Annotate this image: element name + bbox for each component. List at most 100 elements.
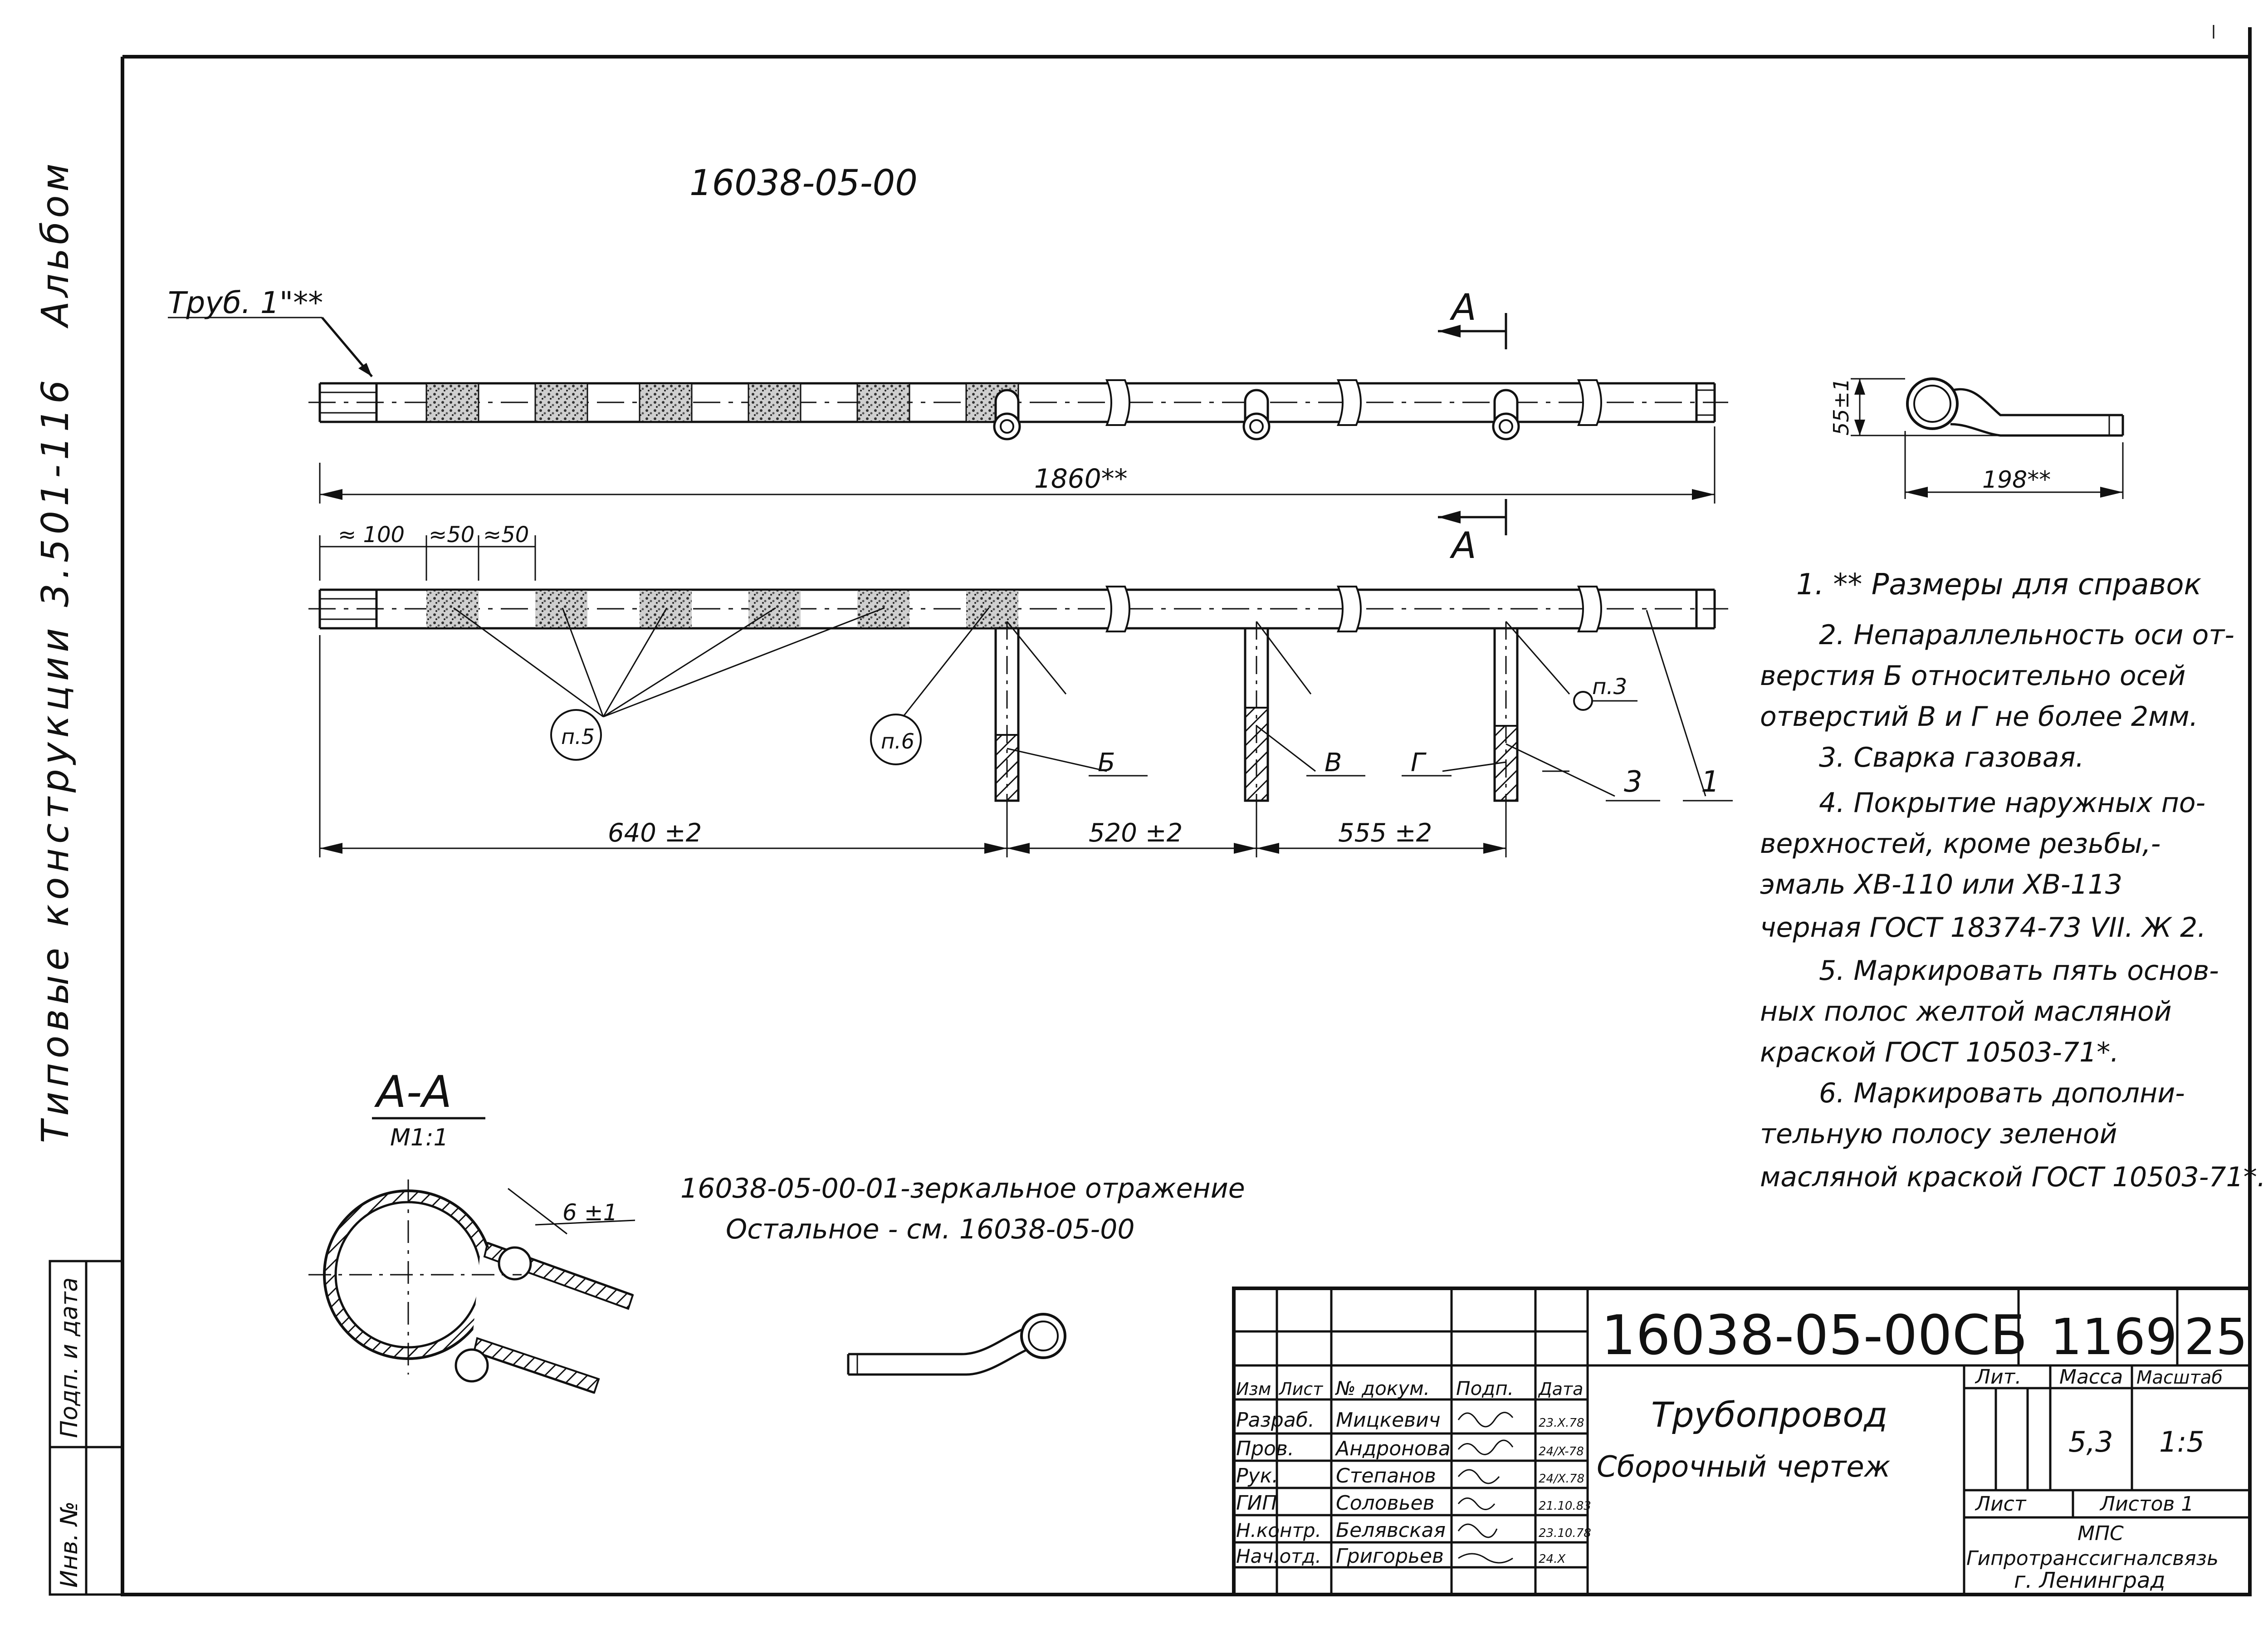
tb-org-3: г. Ленинград [2014,1568,2165,1593]
svg-text:Андронова: Андронова [1334,1437,1451,1460]
tb-name-2: Сборочный чертеж [1597,1450,1891,1484]
section-scale: М1:1 [390,1124,449,1151]
technical-notes: 1. ** Размеры для справок 2. Непараллель… [1760,568,2266,1193]
tb-number-2: 25 [2184,1308,2248,1366]
dim-stripe-1: ≈50 [429,522,474,548]
tb-lit: Лит. [1975,1365,2021,1389]
tb-masshtab: Масштаб [2136,1367,2223,1388]
sheet-frame [121,27,2252,1596]
note-line: эмаль ХВ-110 или ХВ-113 [1760,869,2122,900]
mirror-part-sketch [847,1313,1066,1376]
svg-text:п.5: п.5 [561,724,595,749]
svg-text:Мицкевич: Мицкевич [1336,1409,1441,1432]
tb-col-podp: Подп. [1456,1377,1514,1399]
svg-text:А: А [1449,524,1476,567]
tb-scale-value: 1:5 [2159,1425,2204,1458]
callout-p5: п.5 [550,709,602,761]
tb-col-data: Дата [1538,1379,1583,1399]
svg-text:Степанов: Степанов [1336,1464,1436,1487]
svg-text:Н.контр.: Н.контр. [1236,1519,1321,1541]
label-pos-1: 1 [1701,765,1720,799]
hole-3 [1492,389,1520,440]
dim-total-length: 1860** [1034,463,1128,494]
hole-2 [1242,389,1271,440]
tb-signature-rows: Разраб. Мицкевич 23.X.78 Пров. Андронова… [1236,1409,1591,1568]
dim-width-198: 198** [1982,466,2051,494]
callout-leaders [453,607,1706,797]
side-margin: Типовые конструкции 3.501-116 Альбом Инв… [34,160,124,1596]
svg-text:23.10.78: 23.10.78 [1539,1526,1591,1540]
svg-text:Пров.: Пров. [1236,1437,1294,1460]
svg-text:Соловьев: Соловьев [1336,1492,1435,1515]
svg-text:24/X.78: 24/X.78 [1539,1472,1584,1486]
note-line: 4. Покрытие наружных по- [1819,787,2205,819]
note-line: 1. ** Размеры для справок [1796,568,2202,602]
tb-massa-value: 5,3 [2068,1425,2113,1458]
svg-text:Разраб.: Разраб. [1236,1409,1315,1432]
note-line: 5. Маркировать пять основ- [1819,955,2219,987]
nipple-b [994,621,1020,812]
svg-text:п.3: п.3 [1592,674,1627,700]
svg-text:Григорьев: Григорьев [1336,1545,1444,1568]
svg-text:21.10.83: 21.10.83 [1539,1499,1591,1513]
tb-massa: Масса [2059,1365,2123,1389]
dim-weld-6: 6 ±1 [562,1199,617,1226]
pipe-top-view: Труб. 1"** [168,285,1728,567]
note-line: краской ГОСТ 10503-71*. [1760,1037,2119,1068]
label-v: В [1325,748,1342,778]
tb-org-2: Гипротранссигналсвязь [1966,1547,2219,1570]
drawing-number: 16038-05-00 [689,163,918,204]
svg-text:А: А [1449,286,1476,328]
signature-date-label: Подп. и дата [56,1277,83,1438]
nipple-g [1493,621,1519,812]
svg-text:ГИП: ГИП [1236,1492,1277,1515]
svg-text:23.X.78: 23.X.78 [1539,1416,1584,1430]
section-a-a: А-А М1:1 6 ±1 [308,1067,635,1394]
stripe-1 [426,384,479,421]
album-series-label: Типовые конструкции 3.501-116 [34,376,77,1143]
svg-text:Белявская: Белявская [1336,1519,1446,1542]
svg-text:п.6: п.6 [881,729,914,753]
side-view: 55±1 198** [1829,377,2124,499]
title-block: 16038-05-00СБ 1169 25 Трубопровод Сбороч… [1232,1287,2252,1596]
callout-p6: п.6 [870,714,922,765]
note-line: черная ГОСТ 18374-73 VII. Ж 2. [1760,912,2206,944]
hole-1 [993,389,1021,440]
note-line: ных полос желтой масляной [1760,996,2172,1027]
section-mark-bottom: А [1438,499,1507,567]
tb-sheets: Листов 1 [2099,1492,2194,1516]
svg-text:24/X-78: 24/X-78 [1539,1445,1584,1458]
mirror-note-2: Остальное - см. 16038-05-00 [726,1213,1135,1245]
tb-col-list: Лист [1278,1379,1324,1399]
tb-designation: 16038-05-00СБ [1601,1304,2028,1367]
note-line: масляной краской ГОСТ 10503-71*. [1760,1161,2266,1193]
dim-seg-2: 520 ±2 [1089,818,1183,848]
svg-text:Рук.: Рук. [1236,1464,1278,1487]
dim-height-55: 55±1 [1829,378,1853,435]
section-mark-top: А [1438,286,1507,349]
note-line: тельную полосу зеленой [1760,1118,2117,1150]
dim-stripe-2: ≈50 [483,522,529,548]
stripe-4 [748,384,801,421]
stripe-5 [857,384,909,421]
note-line: отверстий В и Г не более 2мм. [1760,701,2198,733]
stripe-2 [535,384,587,421]
section-title: А-А [374,1067,452,1117]
pipe-label: Труб. 1"** [168,285,323,320]
note-line: 2. Непараллельность оси от- [1819,619,2234,651]
mirror-note-1: 16038-05-00-01-зеркальное отражение [680,1173,1245,1204]
label-b: Б [1098,748,1115,778]
tb-name-1: Трубопровод [1651,1394,1887,1435]
handwritten-signatures [1457,1412,1514,1564]
tb-col-izm: Изм [1236,1379,1271,1399]
nipple-v [1244,621,1269,812]
svg-text:Нач.отд.: Нач.отд. [1236,1545,1321,1567]
svg-text:24.X: 24.X [1539,1552,1566,1566]
tb-number-1: 1169 [2050,1308,2177,1366]
tb-col-doc: № докум. [1335,1377,1430,1399]
pipe-front-view: ≈ 100 ≈50 ≈50 [308,522,1733,857]
callout-p3: п.3 [1573,674,1637,711]
note-line: верхностей, кроме резьбы,- [1760,828,2160,860]
label-g: Г [1411,748,1427,778]
